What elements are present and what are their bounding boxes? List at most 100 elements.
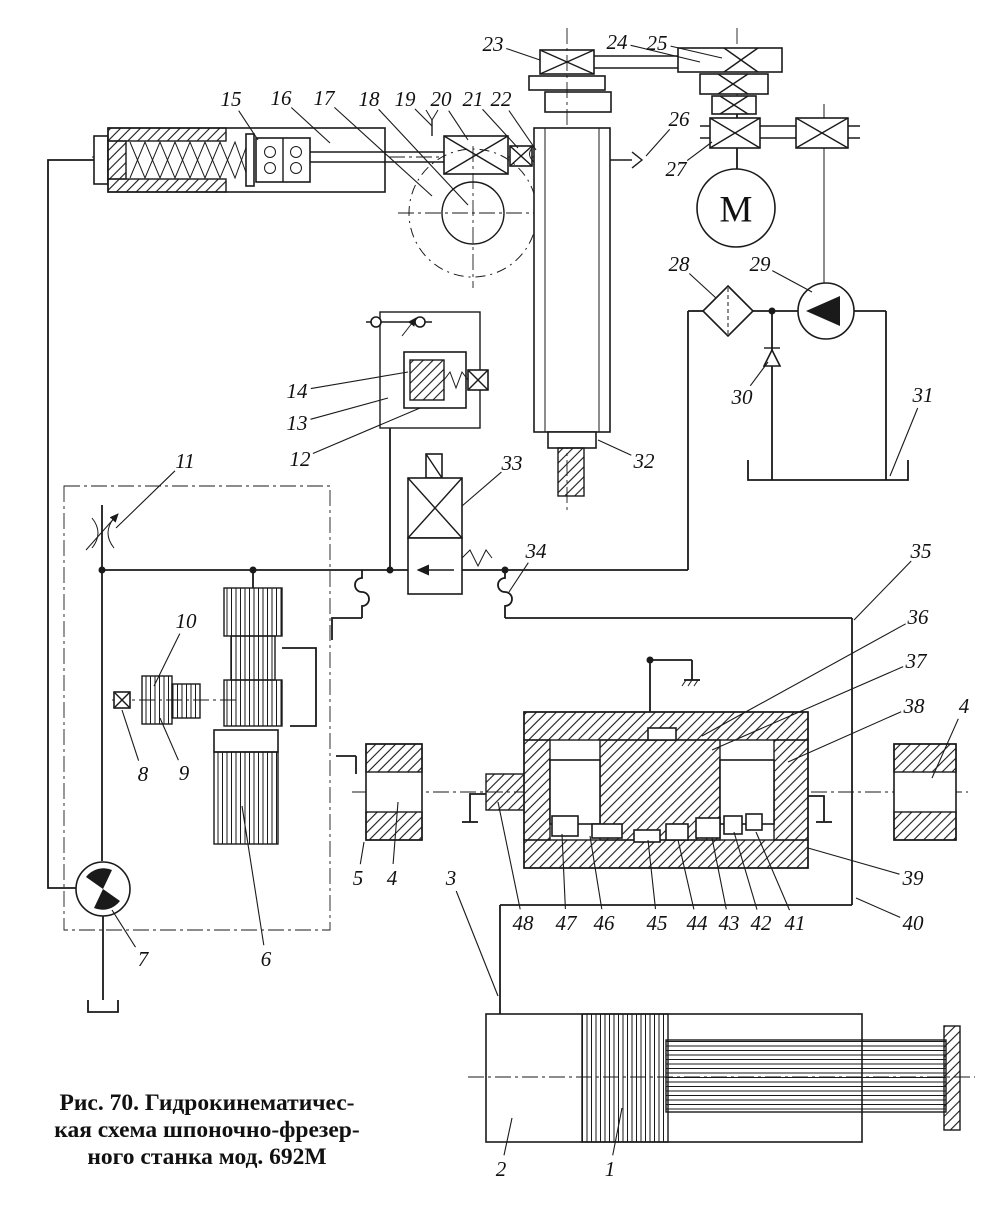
leader-line-30 (749, 361, 769, 387)
leader-line-18 (378, 108, 469, 206)
valve-spring (443, 370, 469, 390)
leader-line-24 (630, 44, 701, 63)
part-label-32: 32 (633, 449, 656, 473)
gear (223, 679, 283, 727)
leader-line-2 (503, 1117, 513, 1156)
part-label-26: 26 (669, 107, 691, 131)
part-label-23: 23 (483, 32, 504, 56)
pillow-block-right (893, 743, 957, 841)
leader-line-15 (238, 110, 259, 141)
leader-line-20 (448, 110, 469, 141)
reversing-valve-33 (407, 453, 493, 595)
leader-line-21 (482, 108, 519, 149)
part-label-14: 14 (287, 379, 309, 403)
pump-29 (753, 282, 887, 480)
part-label-39: 39 (902, 866, 925, 890)
leader-line-9 (159, 717, 179, 761)
power-cylinder-block (352, 656, 968, 869)
hose-loop-34 (497, 570, 513, 618)
pump-flow-triangle (806, 296, 840, 326)
leader-line-17 (334, 106, 433, 197)
leader-line-35 (853, 560, 912, 621)
part-label-3: 3 (445, 866, 457, 890)
caption-line-2: кая схема шпоночно-фрезер- (54, 1117, 359, 1143)
lead-screw (665, 1039, 947, 1113)
leader-line-31 (889, 407, 919, 477)
leader-line-8 (121, 709, 140, 761)
part-label-33: 33 (501, 451, 523, 475)
top-gear-train (528, 28, 783, 170)
leader-line-6 (241, 805, 265, 946)
gear-block-6 (213, 751, 279, 845)
part-label-12: 12 (290, 447, 312, 471)
leader-line-41 (755, 831, 791, 911)
part-label-15: 15 (221, 87, 242, 111)
part-label-18: 18 (359, 87, 381, 111)
milling-cutter-32 (557, 447, 585, 497)
part-label-13: 13 (287, 411, 308, 435)
hose-loop-left (354, 570, 370, 618)
figure-caption: Рис. 70. Гидрокинематичес- кая схема шпо… (54, 1090, 359, 1170)
clamp-22 (529, 145, 535, 163)
leader-line-29 (772, 270, 813, 293)
table-ram (468, 1013, 975, 1143)
part-label-42: 42 (751, 911, 773, 935)
leader-line-23 (506, 47, 541, 61)
piston (245, 133, 255, 187)
spindle-quill (529, 28, 611, 512)
part-label-9: 9 (179, 761, 190, 785)
part-label-10: 10 (176, 609, 198, 633)
leader-line-26 (645, 129, 671, 157)
leader-line-14 (310, 371, 409, 390)
caption-line-3: ного станка мод. 692М (87, 1144, 326, 1170)
leader-line-40 (855, 897, 901, 918)
pilot-valve-12-14 (366, 311, 489, 429)
leader-line-27 (686, 141, 713, 162)
part-label-24: 24 (607, 30, 629, 54)
fixed-wall (943, 1025, 961, 1131)
part-label-29: 29 (750, 252, 772, 276)
part-label-11: 11 (175, 449, 194, 473)
leader-line-11 (115, 470, 176, 529)
leader-line-7 (111, 909, 136, 948)
part-label-48: 48 (513, 911, 535, 935)
leader-line-43 (711, 837, 727, 910)
part-label-2: 2 (496, 1157, 507, 1181)
leader-line-45 (647, 839, 657, 910)
part-label-19: 19 (395, 87, 417, 111)
part-label-8: 8 (138, 762, 149, 786)
pillow-block-left (365, 743, 423, 841)
leader-line-33 (461, 471, 502, 507)
leader-line-34 (508, 562, 529, 593)
leader-line-36 (701, 623, 906, 737)
part-label-17: 17 (314, 86, 337, 110)
oil-tank-31 (747, 460, 909, 481)
part-label-44: 44 (687, 911, 709, 935)
motor-letter: М (720, 190, 753, 231)
part-label-27: 27 (666, 157, 689, 181)
leader-line-3 (455, 890, 499, 997)
leader-line-28 (688, 273, 717, 299)
part-label-46: 46 (594, 911, 616, 935)
leader-line-1 (612, 1107, 623, 1156)
gear-10 (171, 683, 201, 719)
feed-cylinder (92, 109, 548, 193)
drain-bracket (87, 1000, 119, 1013)
leader-line-13 (310, 397, 389, 420)
part-label-35: 35 (910, 539, 932, 563)
part-label-28: 28 (669, 252, 691, 276)
cylinder-spring (129, 140, 249, 180)
part-label-41: 41 (785, 911, 806, 935)
leader-line-38 (787, 711, 902, 763)
hydraulic-piping (47, 159, 853, 1014)
leader-line-32 (597, 439, 632, 456)
feed-gearbox-enclosure (63, 485, 357, 931)
leader-line-12 (312, 407, 421, 455)
part-label-34: 34 (525, 539, 548, 563)
part-label-38: 38 (903, 694, 926, 718)
part-label-6: 6 (261, 947, 272, 971)
leader-line-10 (153, 633, 181, 687)
leader-line-4 (392, 801, 399, 865)
